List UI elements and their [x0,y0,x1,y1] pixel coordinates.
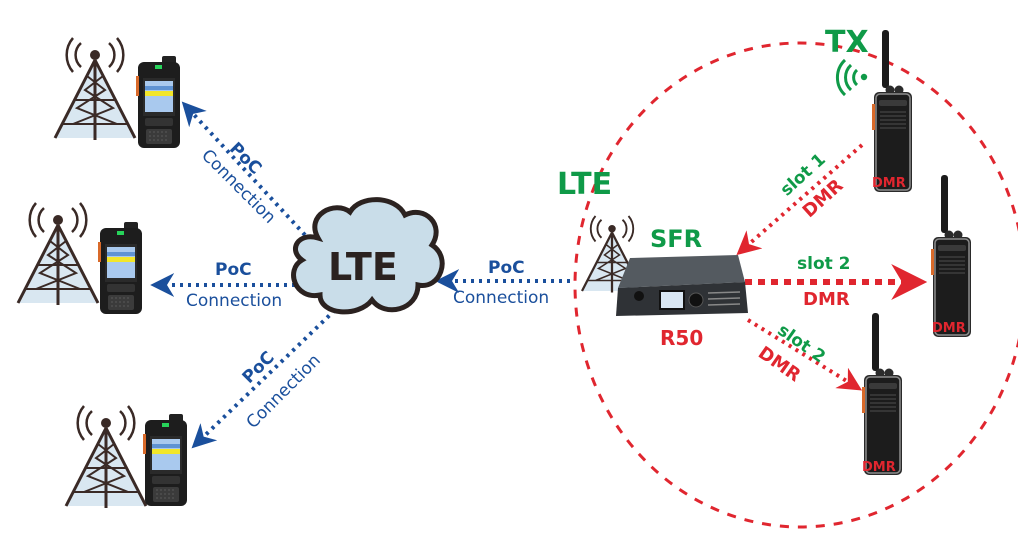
dmr-coverage-circle [573,41,1018,529]
poc-link-top [181,101,307,237]
repeater-model-label: R50 [660,326,704,350]
poc-site-mid [16,201,142,314]
sfr-label: SFR [650,225,703,253]
dmr-radio-icon [871,29,913,193]
poc-link-title: PoC [488,258,525,278]
poc-radio-icon [98,222,142,314]
lte-cloud [291,197,445,315]
slot-label: slot 2 [797,254,851,274]
dmr-radio-icon [861,312,903,476]
poc-site-top [53,36,180,148]
poc-link-subtitle: Connection [186,291,283,311]
poc-link-subtitle: Connection [453,288,550,308]
cloud-lte-label: LTE [328,245,398,289]
dmr-radio-label: DMR [872,176,906,191]
dmr-link-slot1 [736,143,864,256]
poc-radio-icon [143,414,187,506]
sfr-repeater-device [616,255,748,316]
dmr-radio-icon [930,174,972,338]
dmr-link-slot2-down [746,318,863,391]
poc-site-bottom [64,404,187,510]
poc-link-title: PoC [215,260,252,280]
radio-tower-icon [16,201,100,307]
poc-link-bottom [191,308,337,449]
dmr-radio-label: DMR [862,460,896,475]
tx-label: TX [825,25,869,60]
radio-tower-icon [53,36,137,142]
signal-waves-icon [835,58,868,97]
radio-tower-icon [64,404,148,510]
dmr-radio-label: DMR [932,321,966,336]
poc-radio-icon [136,56,180,148]
lte-label: LTE [557,167,613,202]
dmr-mode-label: DMR [803,289,850,310]
